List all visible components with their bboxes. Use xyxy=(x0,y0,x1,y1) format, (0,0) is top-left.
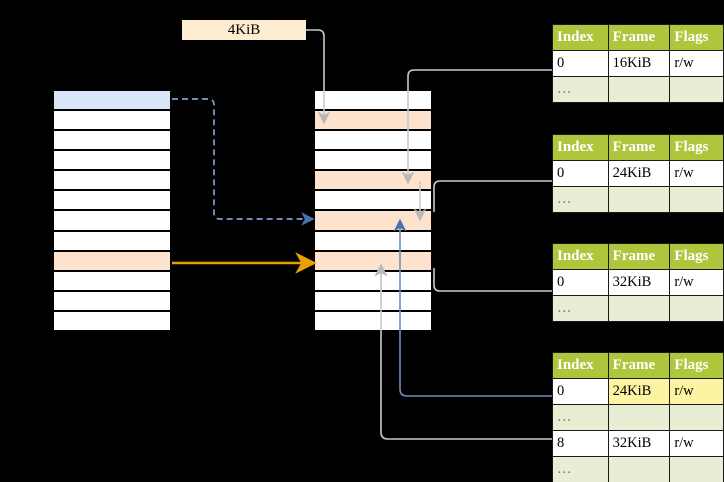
page-table-4-cell-flags: r/w xyxy=(669,378,724,405)
virtual-address-space-cell xyxy=(53,110,171,131)
page-table-4-cell-index: … xyxy=(552,404,609,431)
page-table-1-cell-frame: 16KiB xyxy=(607,50,671,77)
page-table-4-row: … xyxy=(552,456,724,482)
wire-table2-to-physical xyxy=(433,180,552,212)
virtual-address-space-cell xyxy=(53,90,171,111)
page-table-1-header-index: Index xyxy=(552,24,609,51)
page-table-1-cell-flags xyxy=(669,76,724,103)
page-table-4-cell-flags xyxy=(669,404,724,431)
physical-memory-cell xyxy=(314,130,432,151)
page-table-2-header-index: Index xyxy=(552,134,609,161)
virtual-address-space-cell xyxy=(53,190,171,211)
page-table-2-cell-frame xyxy=(607,186,671,213)
page-table-2-header-flags: Flags xyxy=(669,134,724,161)
physical-memory-cell xyxy=(314,110,432,131)
wire-virtual-row1-to-physical xyxy=(172,98,315,226)
virtual-address-space-cell xyxy=(53,270,171,291)
page-table-3-cell-frame: 32KiB xyxy=(607,269,671,296)
page-table-2-cell-flags xyxy=(669,186,724,213)
physical-memory-cell xyxy=(314,270,432,291)
page-table-3-header-flags: Flags xyxy=(669,243,724,270)
page-table-2-header-frame: Frame xyxy=(607,134,671,161)
page-table-1-cell-frame xyxy=(607,76,671,103)
physical-memory-cell xyxy=(314,150,432,171)
page-table-4-cell-index: 8 xyxy=(552,430,609,457)
page-table-3-cell-index: … xyxy=(552,295,609,322)
page-table-1-header-flags: Flags xyxy=(669,24,724,51)
page-table-1-row: … xyxy=(552,76,724,103)
virtual-address-column xyxy=(52,89,172,331)
page-table-2-cell-index: … xyxy=(552,186,609,213)
page-table-3-cell-frame xyxy=(607,295,671,322)
virtual-address-space-cell xyxy=(53,230,171,251)
virtual-address-space-cell xyxy=(53,150,171,171)
physical-memory-cell xyxy=(314,310,432,331)
page-table-3-cell-flags xyxy=(669,295,724,322)
page-table-4-header-index: Index xyxy=(552,352,609,379)
virtual-address-space-cell xyxy=(53,210,171,231)
virtual-address-space-cell xyxy=(53,130,171,151)
physical-memory-cell xyxy=(314,210,432,231)
physical-memory-column xyxy=(313,89,433,331)
page-table-1-cell-index: 0 xyxy=(552,50,609,77)
page-table-4-row: … xyxy=(552,404,724,431)
page-table-3-cell-index: 0 xyxy=(552,269,609,296)
page-table-4-header-frame: Frame xyxy=(607,352,671,379)
physical-memory-cell xyxy=(314,290,432,311)
virtual-address-space-cell xyxy=(53,310,171,331)
page-table-3-header-frame: Frame xyxy=(607,243,671,270)
page-table-4-cell-flags xyxy=(669,456,724,482)
page-size-label: 4KiB xyxy=(182,20,306,40)
page-table-2-cell-index: 0 xyxy=(552,160,609,187)
virtual-address-space-cell xyxy=(53,170,171,191)
page-table-3-header-index: Index xyxy=(552,243,609,270)
physical-memory-cell xyxy=(314,170,432,191)
virtual-address-space-cell xyxy=(53,250,171,271)
page-table-4-cell-frame xyxy=(607,456,671,482)
page-table-2-cell-frame: 24KiB xyxy=(607,160,671,187)
page-table-4-cell-frame: 32KiB xyxy=(607,430,671,457)
page-table-2-row: … xyxy=(552,186,724,213)
page-table-4-cell-frame: 24KiB xyxy=(607,378,671,405)
page-table-1-cell-flags: r/w xyxy=(669,50,724,77)
page-table-1-cell-index: … xyxy=(552,76,609,103)
page-table-1-header-frame: Frame xyxy=(607,24,671,51)
physical-memory-cell xyxy=(314,190,432,211)
physical-memory-cell xyxy=(314,90,432,111)
page-table-3-cell-flags: r/w xyxy=(669,269,724,296)
wire-table3-to-physical xyxy=(433,268,552,292)
physical-memory-cell xyxy=(314,230,432,251)
page-table-4-cell-flags: r/w xyxy=(669,430,724,457)
page-table-4-cell-index: … xyxy=(552,456,609,482)
physical-memory-cell xyxy=(314,250,432,271)
virtual-address-space-cell xyxy=(53,290,171,311)
page-table-4-header-flags: Flags xyxy=(669,352,724,379)
page-table-4-cell-frame xyxy=(607,404,671,431)
page-table-4-cell-index: 0 xyxy=(552,378,609,405)
page-table-3-row: … xyxy=(552,295,724,322)
page-table-2-cell-flags: r/w xyxy=(669,160,724,187)
